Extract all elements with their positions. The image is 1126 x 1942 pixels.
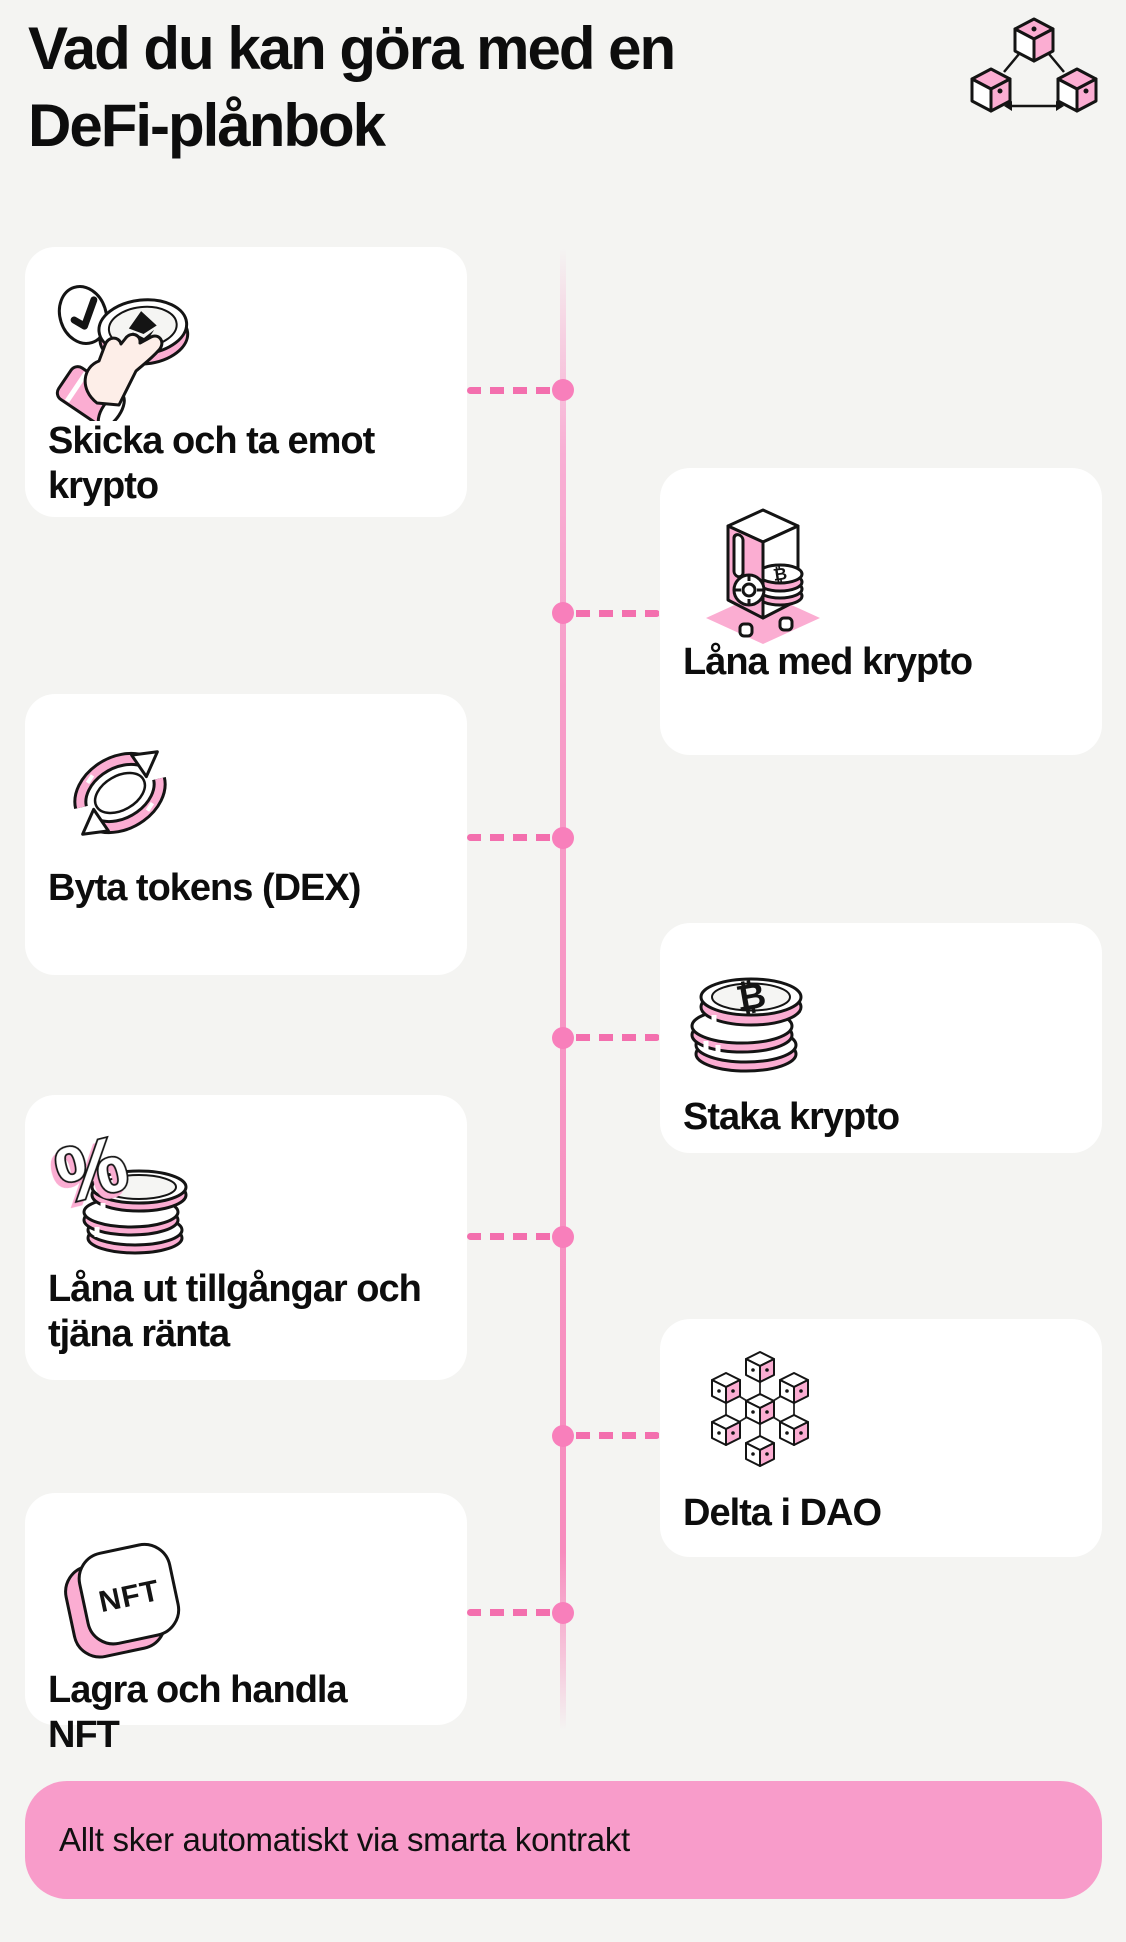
card-title: Byta tokens (DEX) <box>48 867 361 909</box>
safe-coin-symbol: ₿ <box>772 564 789 585</box>
card-title: Staka krypto <box>683 1096 900 1138</box>
card-title: Delta i DAO <box>683 1492 882 1534</box>
connector-dao <box>567 1432 660 1439</box>
connector-lana-ut <box>467 1233 559 1240</box>
connector-skicka <box>467 387 559 394</box>
timeline-dot <box>552 1602 574 1624</box>
crypto-safe-icon: ₿ <box>706 508 820 644</box>
timeline-dot <box>552 1425 574 1447</box>
swap-arrows-icon <box>73 750 167 836</box>
connector-nft <box>467 1609 559 1616</box>
page-title-line1: Vad du kan göra med en <box>28 15 676 82</box>
card-lend-assets-earn-interest: % Låna ut tillgångar och tjäna ränta <box>25 1095 467 1380</box>
card-send-receive-crypto: Skicka och ta emot krypto <box>25 247 467 517</box>
banner-text: Allt sker automatiskt via smarta kontrak… <box>59 1821 630 1858</box>
card-store-trade-nft: NFT Lagra och handla NFT <box>25 1493 467 1756</box>
page-title-line2: DeFi-plånbok <box>28 92 386 159</box>
connector-byta <box>467 834 559 841</box>
card-swap-tokens-dex: Byta tokens (DEX) <box>25 694 467 975</box>
card-title: Lagra och handla NFT <box>48 1669 348 1756</box>
card-stake-crypto: ₿ Staka krypto <box>660 923 1102 1153</box>
nft-box-icon: NFT <box>64 1542 181 1659</box>
timeline-dot <box>552 1226 574 1248</box>
card-participate-in-dao: Delta i DAO <box>660 1319 1102 1557</box>
cube-network-icon <box>711 1351 809 1467</box>
timeline-line <box>560 248 566 1730</box>
connector-lana <box>567 610 660 617</box>
timeline-dot <box>552 602 574 624</box>
stake-coin-symbol: ₿ <box>733 974 769 1019</box>
coin-stack-icon: ₿ <box>690 974 803 1073</box>
page-title: Vad du kan göra med en DeFi-plånbok <box>28 10 676 164</box>
hand-holding-coin-icon <box>55 285 190 421</box>
card-borrow-with-crypto: ₿ Låna med krypto <box>660 468 1102 755</box>
card-title: Låna med krypto <box>683 641 973 683</box>
timeline-dot <box>552 827 574 849</box>
percent-symbol: % <box>47 1119 136 1220</box>
blockchain-cubes-icon <box>970 17 1098 113</box>
card-title: Låna ut tillgångar och tjäna ränta <box>48 1268 422 1355</box>
percent-coins-icon: % <box>46 1119 188 1255</box>
bottom-banner: Allt sker automatiskt via smarta kontrak… <box>25 1781 1102 1899</box>
card-title: Skicka och ta emot krypto <box>48 420 375 507</box>
timeline-dot <box>552 1027 574 1049</box>
connector-staka <box>567 1034 660 1041</box>
timeline-dot <box>552 379 574 401</box>
